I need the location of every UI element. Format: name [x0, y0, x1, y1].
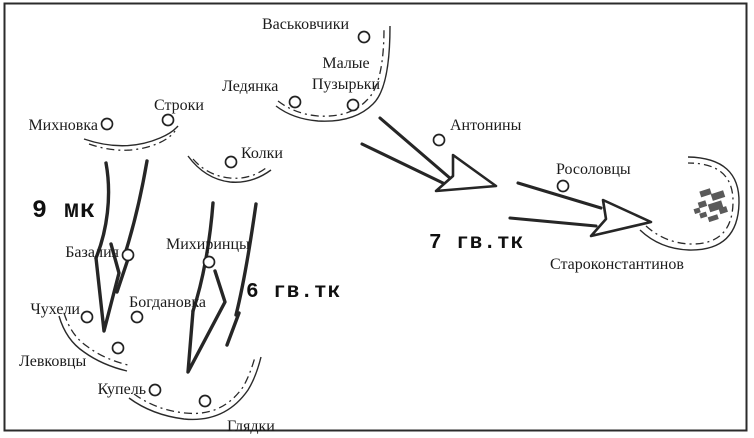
town-vaskovchiki: Васьковчики [262, 16, 371, 44]
town-marker [224, 155, 238, 169]
front-line [128, 356, 262, 421]
arrow-shaft [122, 159, 149, 259]
town-marker [100, 117, 114, 131]
front-line [275, 25, 391, 122]
arrow-barb [225, 311, 241, 347]
town-label: Левковцы [19, 353, 86, 370]
unit-label-6gvtk: 6 гв.тк [246, 281, 341, 304]
front-line-dashed [88, 130, 176, 151]
town-marker [556, 179, 570, 193]
town-marker [202, 255, 216, 269]
town-stroki: Строки [154, 97, 204, 127]
town-label: Богдановка [129, 294, 206, 311]
town-marker [288, 95, 302, 109]
town-bogdanovka: Богдановка [129, 294, 206, 324]
town-antoniny: Антонины [432, 117, 522, 147]
front-line [83, 125, 179, 147]
arrow-shaft [94, 161, 111, 260]
arrow-shaft [378, 116, 453, 181]
town-kolki: Колки [224, 145, 283, 169]
arrow-head [186, 269, 227, 374]
town-marker [346, 98, 360, 112]
town-marker [121, 248, 135, 262]
arrow-shaft [360, 142, 447, 186]
front-lines [58, 25, 740, 421]
town-label: Пузырьки [312, 76, 381, 93]
town-label: Чухели [30, 301, 80, 318]
front-line [58, 315, 128, 372]
towns: Михновка Строки Ледянка Васьковчики Малы… [19, 16, 728, 435]
town-marker [432, 133, 446, 147]
town-marker [130, 310, 144, 324]
town-marker [198, 394, 212, 408]
front-line [187, 155, 272, 183]
urban-area-icon [693, 188, 728, 223]
town-malye-puzyrki: Малые Пузырьки [312, 55, 381, 112]
town-mikhirintsy: Михиринцы [166, 236, 250, 269]
unit-label-7gvtk: 7 гв.тк [429, 232, 524, 255]
town-label: Ледянка [222, 78, 278, 95]
town-label: Базалия [65, 244, 119, 261]
attack-arrows [94, 116, 653, 374]
front-line-dashed [277, 27, 385, 117]
front-line [639, 156, 740, 251]
town-label: Васьковчики [262, 16, 349, 33]
front-line-dashed [63, 312, 129, 366]
front-line-dashed [645, 162, 734, 245]
arrow-shaft [508, 216, 598, 228]
town-label: Староконстантинов [550, 256, 684, 273]
town-marker [161, 113, 175, 127]
town-rosolovtsy: Росоловцы [556, 161, 631, 193]
town-starokonstantinov: Староконстантинов [550, 188, 728, 273]
arrow-head [434, 153, 498, 193]
arrow-shaft [516, 181, 603, 210]
town-glyadki: Глядки [198, 394, 275, 435]
town-label: Строки [154, 97, 204, 114]
attack-arrow-9mk [94, 159, 149, 333]
arrow-barb [115, 257, 130, 294]
arrow-head [589, 198, 653, 238]
town-levkovtsy: Левковцы [19, 341, 125, 370]
town-label: Глядки [227, 418, 275, 435]
town-label: Малые [322, 55, 369, 72]
map-frame [3, 2, 748, 432]
town-label: Михновка [28, 117, 98, 134]
town-ledyanka: Ледянка [222, 78, 302, 109]
town-label: Михиринцы [166, 236, 250, 253]
arrow-shaft [234, 202, 258, 317]
unit-label-9mk: 9 мк [32, 196, 96, 225]
front-line-dashed [192, 158, 267, 179]
town-marker [111, 341, 125, 355]
town-marker [357, 30, 371, 44]
arrow-head [94, 242, 121, 333]
town-label: Колки [241, 145, 283, 162]
town-marker [80, 310, 94, 324]
town-mikhnovka: Михновка [28, 117, 114, 134]
town-chukheli: Чухели [30, 301, 94, 324]
town-label: Росоловцы [556, 161, 631, 178]
attack-arrow-7gvtk [360, 116, 653, 238]
unit-labels: 9 мк 6 гв.тк 7 гв.тк [32, 196, 524, 304]
town-marker [148, 383, 162, 397]
town-label: Купель [98, 381, 146, 398]
town-kupel: Купель [98, 381, 162, 398]
town-bazaliya: Базалия [65, 244, 135, 262]
town-label: Антонины [450, 117, 522, 134]
